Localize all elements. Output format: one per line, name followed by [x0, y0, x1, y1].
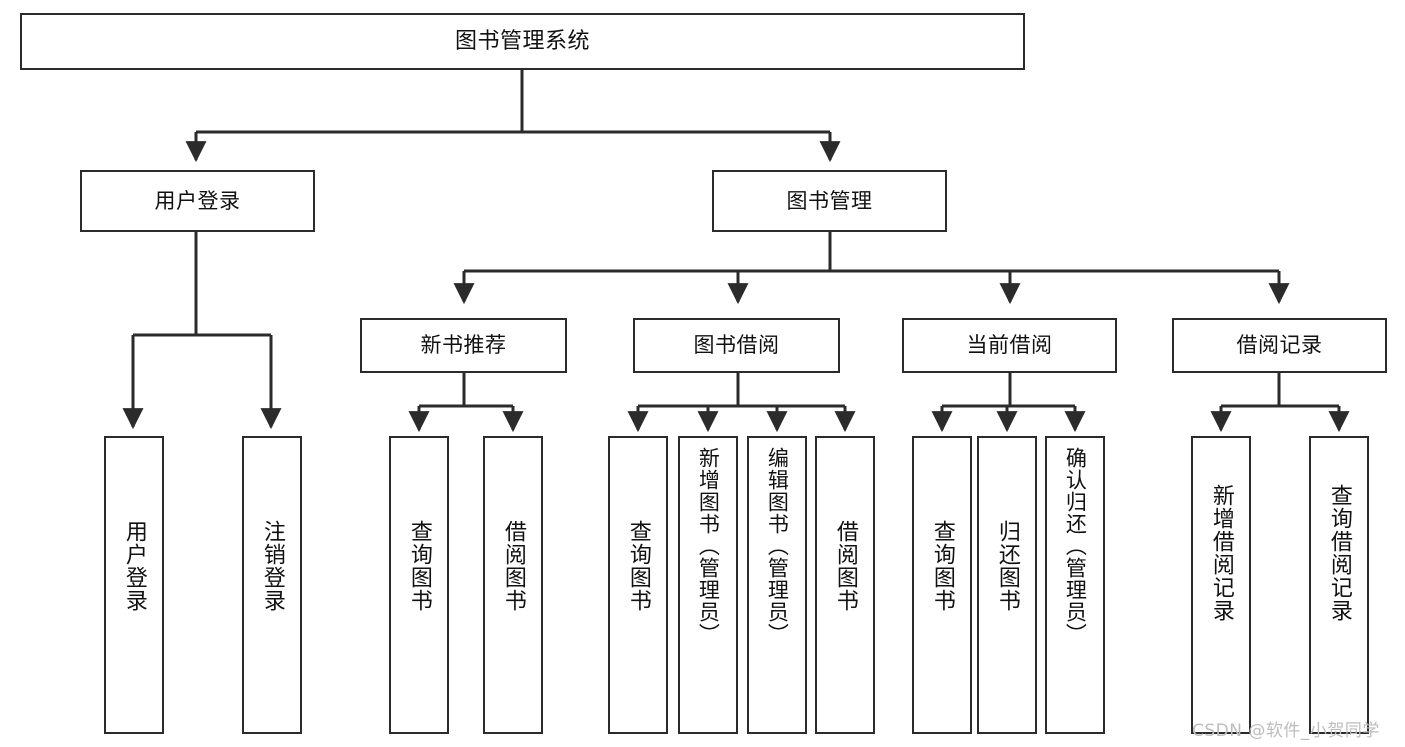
node-new-book-recommend[interactable]: 新书推荐 — [360, 318, 567, 373]
node-leaf-query-book-recommend-label: 查询图书 — [406, 520, 432, 612]
node-leaf-query-book-borrow[interactable]: 查询图书 — [608, 436, 668, 734]
node-current-borrow[interactable]: 当前借阅 — [902, 318, 1117, 373]
node-leaf-logout[interactable]: 注销登录 — [242, 436, 302, 734]
node-leaf-add-borrow-record-label: 新增借阅记录 — [1208, 484, 1234, 622]
node-borrow-record[interactable]: 借阅记录 — [1172, 318, 1387, 373]
node-leaf-query-book-recommend[interactable]: 查询图书 — [389, 436, 449, 734]
node-leaf-edit-book-label: 编辑图书（管理员） — [765, 447, 790, 645]
csdn-watermark: CSDN @软件_小贺同学 — [1192, 721, 1380, 741]
node-leaf-borrow-book-recommend-label: 借阅图书 — [500, 520, 526, 612]
node-leaf-confirm-return[interactable]: 确认归还（管理员） — [1045, 436, 1105, 734]
node-leaf-add-book-label: 新增图书（管理员） — [696, 447, 721, 645]
node-leaf-query-book-borrow-label: 查询图书 — [625, 520, 651, 612]
node-leaf-user-login[interactable]: 用户登录 — [104, 436, 164, 734]
node-leaf-borrow-book-label: 借阅图书 — [832, 520, 858, 612]
node-leaf-user-login-label: 用户登录 — [121, 520, 147, 612]
node-leaf-borrow-book[interactable]: 借阅图书 — [815, 436, 875, 734]
node-leaf-query-book-current[interactable]: 查询图书 — [912, 436, 972, 734]
node-leaf-confirm-return-label: 确认归还（管理员） — [1063, 447, 1088, 645]
node-leaf-return-book[interactable]: 归还图书 — [977, 436, 1037, 734]
node-user-login[interactable]: 用户登录 — [80, 170, 315, 232]
node-user-login-label: 用户登录 — [154, 188, 241, 213]
node-leaf-query-borrow-record[interactable]: 查询借阅记录 — [1309, 436, 1369, 734]
node-leaf-query-book-current-label: 查询图书 — [929, 520, 955, 612]
node-leaf-query-borrow-record-label: 查询借阅记录 — [1326, 484, 1352, 622]
node-borrow-record-label: 借阅记录 — [1236, 333, 1323, 358]
node-root-label: 图书管理系统 — [454, 28, 590, 54]
node-book-borrow-label: 图书借阅 — [693, 333, 780, 358]
node-current-borrow-label: 当前借阅 — [966, 333, 1053, 358]
node-leaf-logout-label: 注销登录 — [259, 520, 285, 612]
node-book-management[interactable]: 图书管理 — [712, 170, 947, 232]
node-leaf-add-book[interactable]: 新增图书（管理员） — [678, 436, 738, 734]
node-book-borrow[interactable]: 图书借阅 — [633, 318, 840, 373]
node-new-book-recommend-label: 新书推荐 — [420, 333, 507, 358]
node-book-management-label: 图书管理 — [786, 188, 873, 213]
node-leaf-edit-book[interactable]: 编辑图书（管理员） — [747, 436, 807, 734]
node-leaf-borrow-book-recommend[interactable]: 借阅图书 — [483, 436, 543, 734]
node-leaf-return-book-label: 归还图书 — [994, 520, 1020, 612]
node-leaf-add-borrow-record[interactable]: 新增借阅记录 — [1191, 436, 1251, 734]
node-root[interactable]: 图书管理系统 — [20, 13, 1025, 70]
